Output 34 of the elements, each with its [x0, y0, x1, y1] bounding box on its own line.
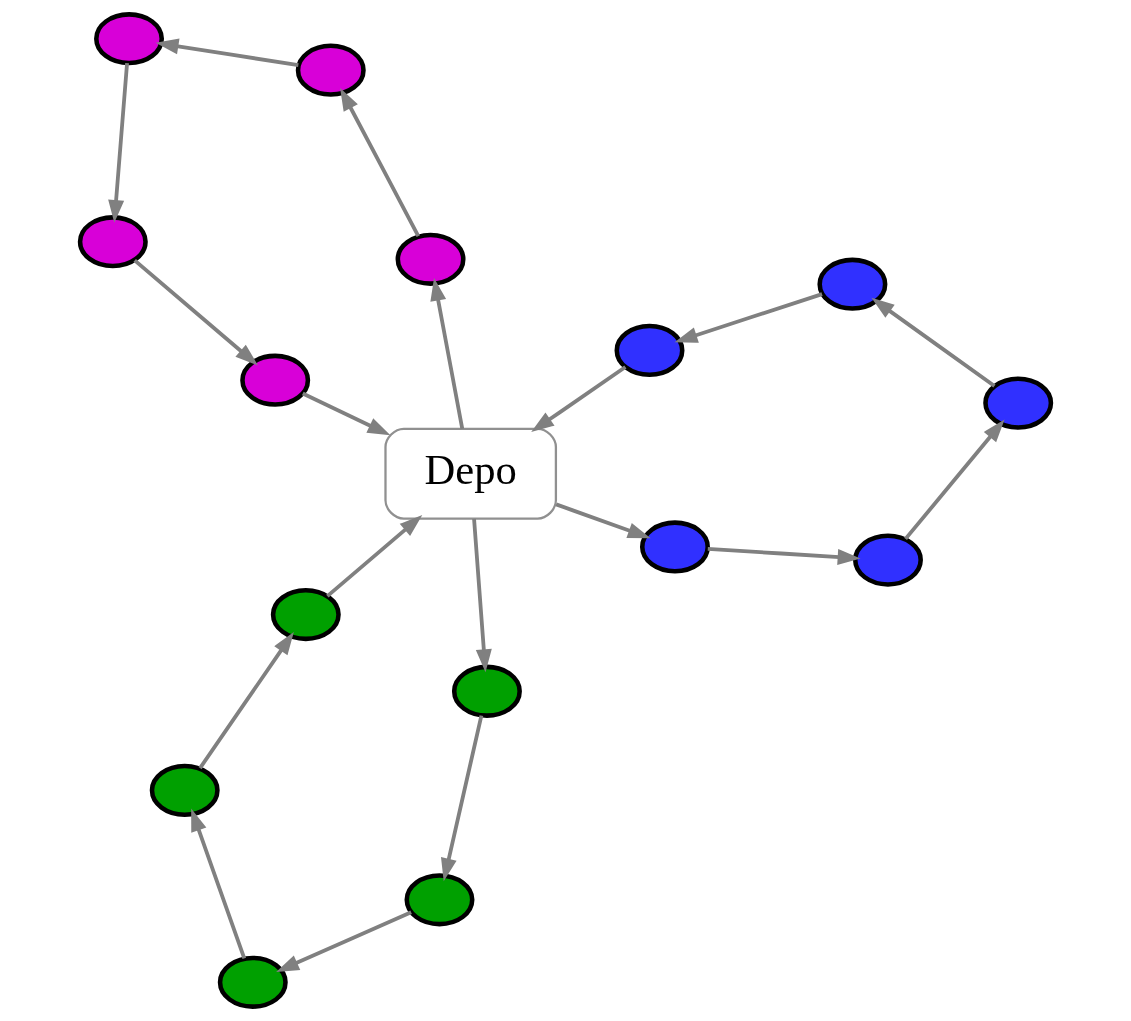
arrow	[155, 38, 299, 67]
node-circle	[451, 664, 522, 718]
node-circle	[852, 533, 923, 587]
arrow	[531, 365, 627, 433]
node-circle	[640, 520, 710, 574]
arrow	[555, 502, 651, 539]
arrow	[276, 910, 412, 972]
node-circle	[404, 873, 475, 927]
arrow	[108, 63, 129, 223]
node-circle	[240, 353, 311, 407]
arrow	[326, 515, 423, 598]
node-circle	[94, 12, 164, 66]
node-circle	[295, 43, 366, 97]
node-circle	[149, 763, 220, 817]
node-box: Depo	[384, 427, 558, 520]
arrow	[301, 391, 391, 436]
node-circle	[217, 955, 288, 1009]
node-circle	[983, 376, 1054, 430]
arrow	[133, 258, 258, 366]
arrow	[191, 808, 247, 959]
arrow	[198, 631, 294, 770]
node-circle	[817, 257, 888, 311]
arrow	[707, 547, 861, 565]
arrow	[472, 518, 492, 673]
arrow	[904, 419, 1005, 541]
node-circle	[77, 215, 148, 269]
arrow	[340, 87, 420, 237]
arrow	[441, 715, 484, 882]
arrow	[674, 292, 823, 343]
node-circle	[270, 587, 341, 642]
arrow	[871, 297, 996, 388]
arrow	[430, 277, 465, 430]
node-circle	[395, 232, 466, 286]
node-circle	[614, 323, 685, 378]
